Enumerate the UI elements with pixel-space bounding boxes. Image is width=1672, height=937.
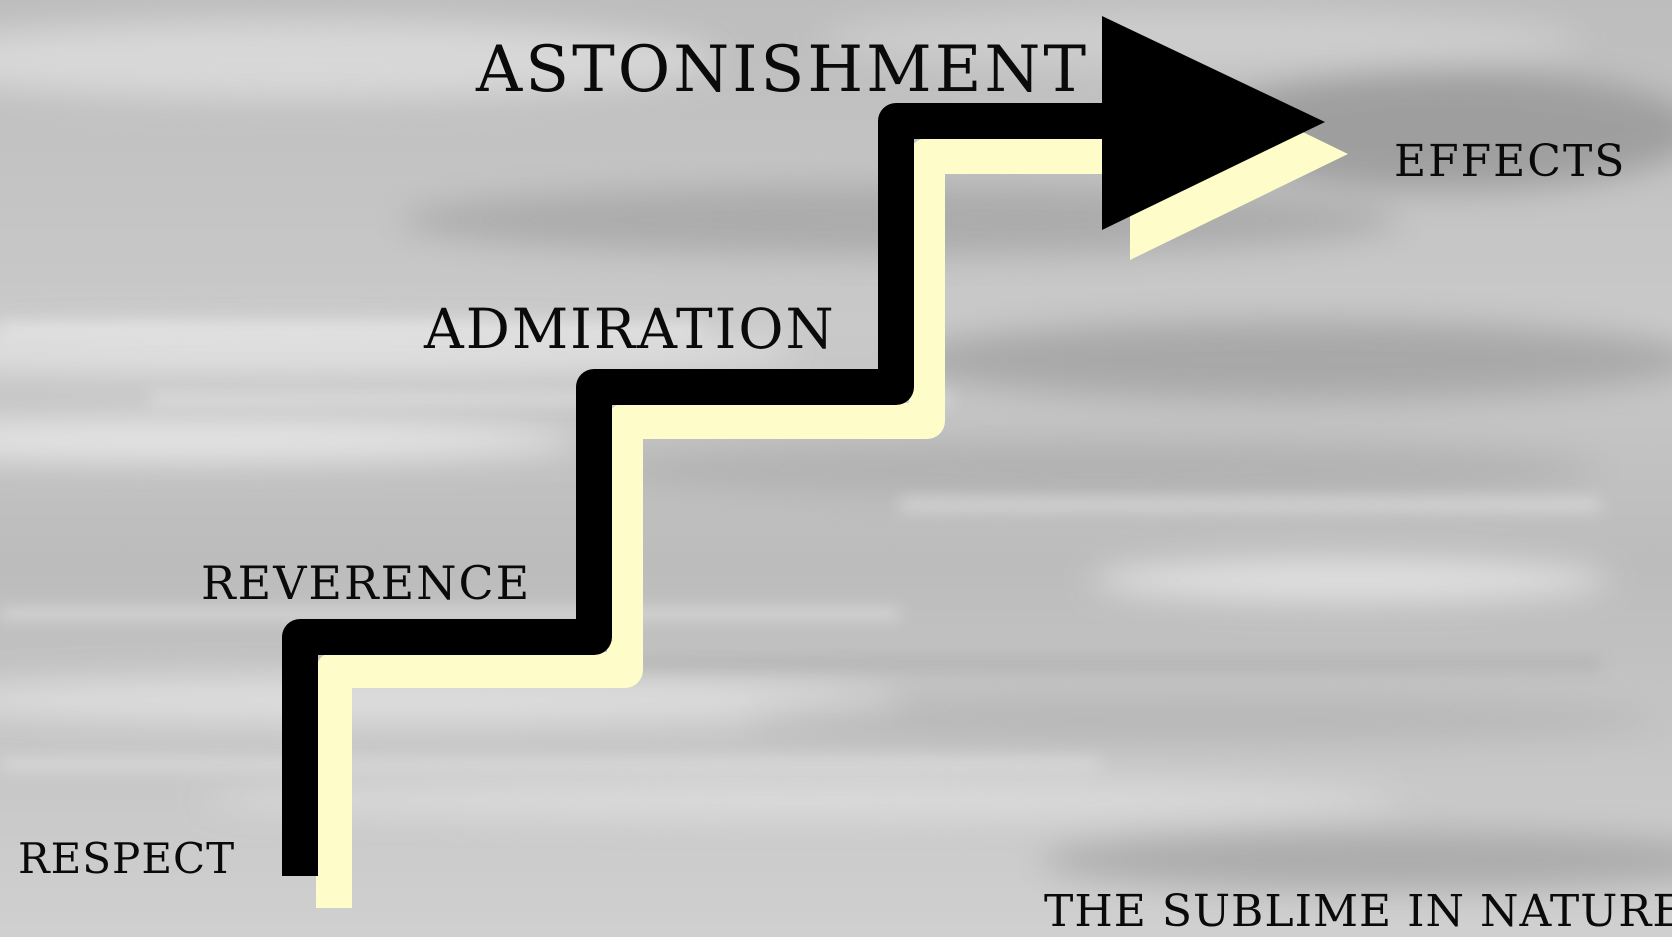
step-label-respect: RESPECT [18, 838, 235, 880]
slide-footer-title: THE SUBLIME IN NATURE [1044, 890, 1672, 934]
step-label-reverence: REVERENCE [201, 560, 531, 606]
stair-main [300, 16, 1325, 876]
step-label-admiration: ADMIRATION [424, 302, 836, 357]
stair-main-path [300, 121, 1104, 876]
stair-shadow-path [334, 156, 1122, 908]
step-label-astonishment: ASTONISHMENT [476, 38, 1089, 102]
arrow-label-effects: EFFECTS [1394, 140, 1626, 184]
